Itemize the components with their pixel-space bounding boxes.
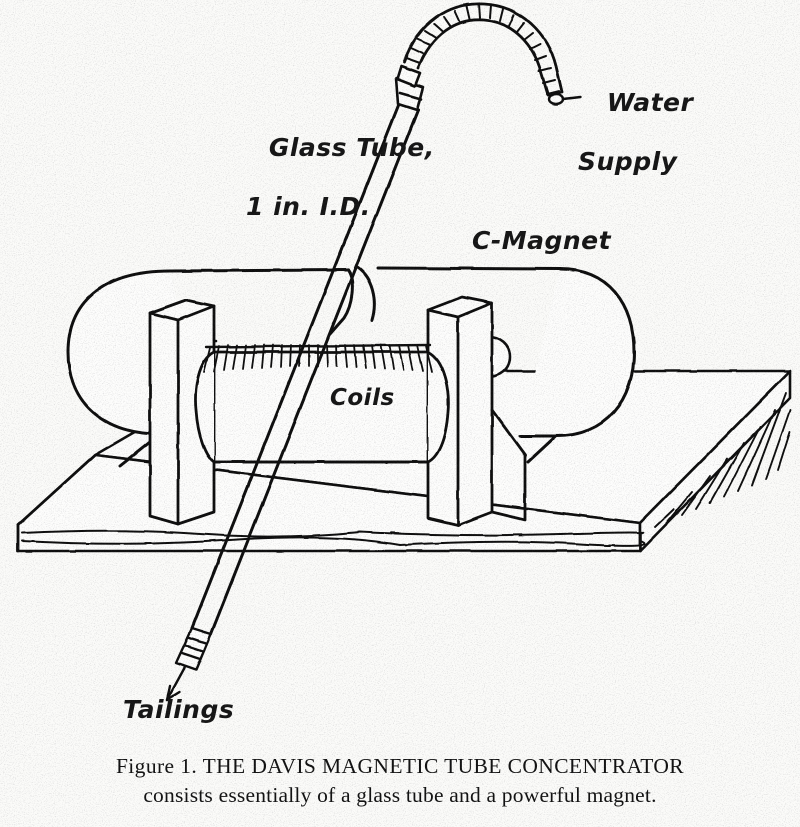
label-water-supply: Water Supply xyxy=(570,58,693,235)
label-water-supply-line2: Supply xyxy=(578,146,678,176)
caption-line-2: consists essentially of a glass tube and… xyxy=(143,783,657,808)
braided-water-hose xyxy=(402,2,564,97)
label-glass-tube: Glass Tube, 1 in. I.D. xyxy=(232,103,435,280)
label-water-supply-line1: Water xyxy=(606,87,694,117)
label-tailings: Tailings xyxy=(123,695,235,724)
label-glass-tube-line2: 1 in. I.D. xyxy=(246,191,371,221)
figure-caption: Figure 1. THE DAVIS MAGNETIC TUBE CONCEN… xyxy=(0,752,800,810)
label-glass-tube-line1: Glass Tube, xyxy=(268,132,435,162)
label-c-magnet: C-Magnet xyxy=(472,226,612,255)
caption-line-1: Figure 1. THE DAVIS MAGNETIC TUBE CONCEN… xyxy=(115,754,685,778)
label-coils: Coils xyxy=(330,385,395,411)
tailings-discharge-tip xyxy=(165,626,213,702)
